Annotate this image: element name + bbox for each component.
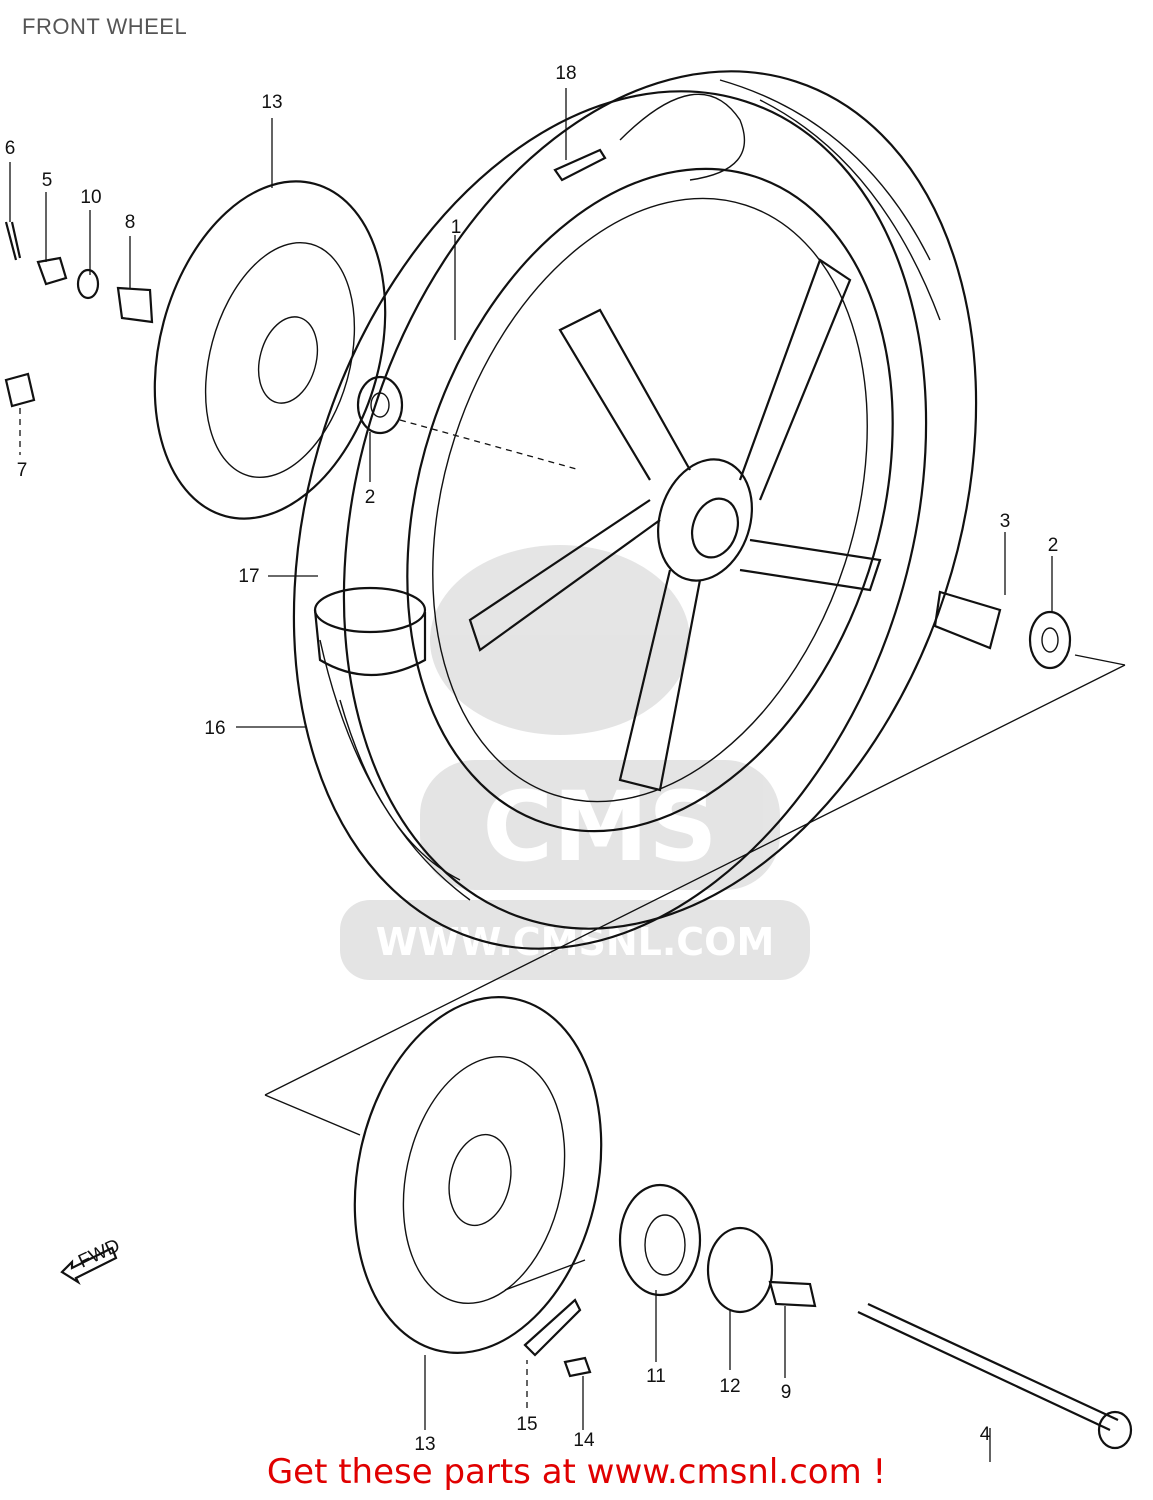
brake-disc-lower — [353, 996, 603, 1354]
callout-2-left: 2 — [365, 487, 376, 508]
callout-17: 17 — [238, 566, 259, 587]
watermark-brand: CMS — [482, 771, 717, 883]
callout-5: 5 — [42, 170, 53, 191]
callout-2-right: 2 — [1048, 535, 1059, 556]
leader-lines — [9, 88, 1053, 1462]
callout-3: 3 — [1000, 511, 1011, 532]
wheel-rim — [406, 167, 894, 833]
watermark-url: WWW.CMSNL.COM — [376, 920, 775, 964]
brake-disc-upper — [153, 180, 387, 520]
callout-4: 4 — [980, 1424, 991, 1445]
small-parts — [4, 221, 1133, 1450]
callout-7: 7 — [17, 460, 28, 481]
callout-14: 14 — [573, 1430, 595, 1451]
page-title: FRONT WHEEL — [22, 14, 188, 39]
callout-13-upper: 13 — [261, 92, 282, 113]
callout-6: 6 — [5, 138, 16, 159]
callout-10: 10 — [80, 187, 101, 208]
callout-11: 11 — [646, 1366, 666, 1387]
callout-15: 15 — [516, 1414, 537, 1435]
valve — [553, 93, 745, 182]
footer-call-to-action[interactable]: Get these parts at www.cmsnl.com ! — [266, 1452, 887, 1492]
callout-18: 18 — [555, 63, 576, 84]
callout-8: 8 — [125, 212, 136, 233]
callout-13-lower: 13 — [414, 1434, 435, 1455]
callout-9: 9 — [781, 1382, 792, 1403]
watermark-logo: CMS WWW.CMSNL.COM — [340, 545, 810, 980]
rim-band — [313, 586, 427, 676]
callout-1: 1 — [451, 217, 462, 238]
parts-diagram: CMS WWW.CMSNL.COM — [4, 63, 1133, 1462]
callout-16: 16 — [204, 718, 225, 739]
fwd-marker: FWD — [60, 1235, 123, 1286]
callout-labels: 18 13 1 6 5 10 8 7 2 17 16 3 2 11 12 9 1… — [5, 63, 1059, 1455]
assembly-lines — [264, 419, 1126, 1291]
callout-12: 12 — [719, 1376, 740, 1397]
